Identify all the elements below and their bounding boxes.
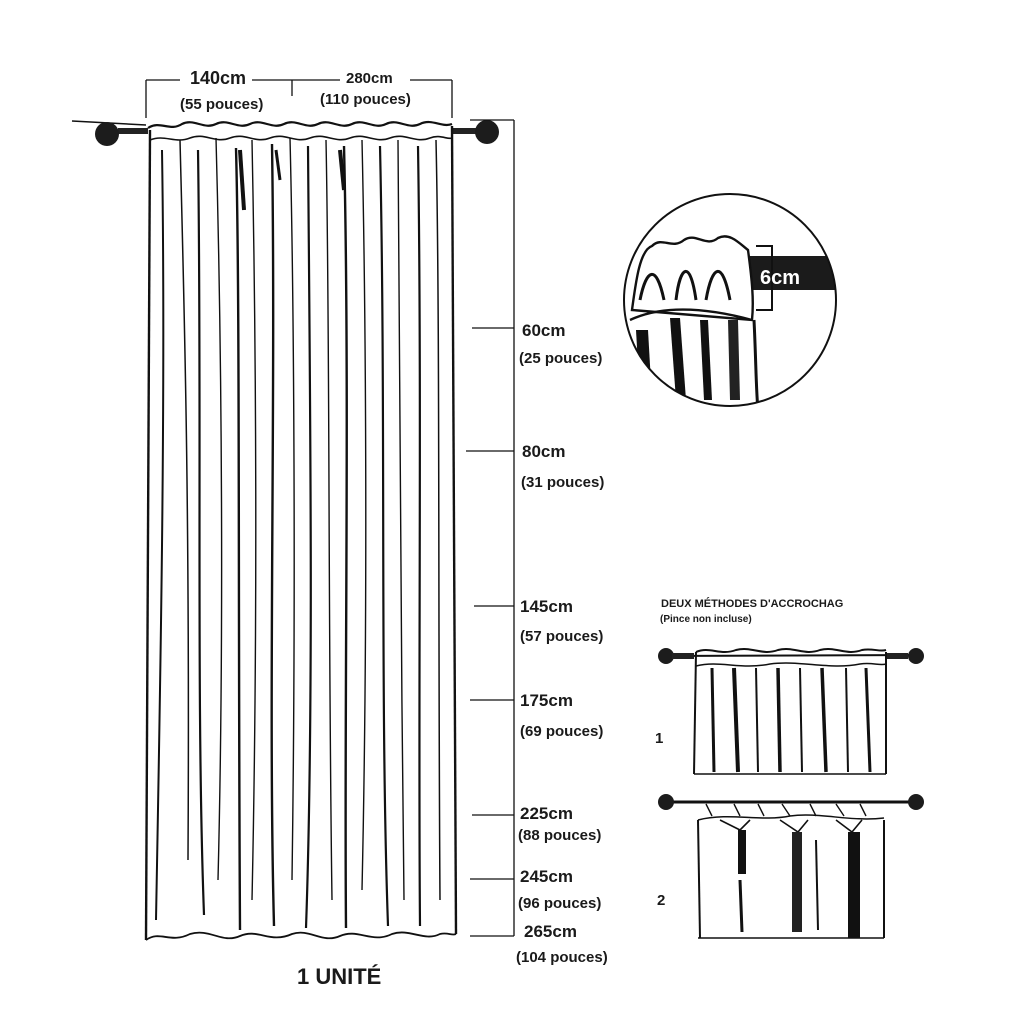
length-label-cm: 245cm: [520, 867, 573, 886]
length-label-inches: (88 pouces): [518, 827, 602, 844]
length-label-inches: (69 pouces): [520, 723, 604, 740]
length-label-inches: (25 pouces): [519, 350, 603, 367]
length-label-cm: 265cm: [524, 922, 577, 941]
method-1-diagram: [658, 648, 924, 775]
length-scale: [466, 119, 515, 937]
width-dimension-lines: [145, 79, 453, 118]
length-label-inches: (104 pouces): [516, 949, 608, 966]
width-single-inches: (55 pouces): [180, 96, 264, 113]
width-double-inches: (110 pouces): [320, 91, 411, 108]
width-single-cm: 140cm: [190, 68, 247, 88]
width-double-cm: 280cm: [346, 70, 393, 87]
length-label-cm: 175cm: [520, 691, 573, 710]
method-2-number: 2: [657, 892, 666, 909]
method-1-number: 1: [655, 730, 664, 747]
length-label-inches: (57 pouces): [520, 628, 604, 645]
length-label-cm: 225cm: [520, 804, 573, 823]
length-label-inches: (31 pouces): [521, 474, 605, 491]
curtain-rod: [71, 120, 499, 146]
method-2-diagram: [658, 794, 924, 939]
length-label-cm: 80cm: [522, 442, 566, 461]
length-label-inches: (96 pouces): [518, 895, 602, 912]
length-label-cm: 145cm: [520, 597, 573, 616]
length-label-cm: 60cm: [522, 321, 566, 340]
curtain-panel: [144, 120, 458, 941]
pocket-size-label: 6cm: [760, 267, 801, 289]
methods-subtitle: (Pince non incluse): [660, 614, 752, 625]
methods-title: DEUX MÉTHODES D'ACCROCHAG: [661, 598, 844, 610]
pocket-zoom: [623, 193, 837, 407]
unit-label: 1 UNITÉ: [297, 964, 382, 989]
